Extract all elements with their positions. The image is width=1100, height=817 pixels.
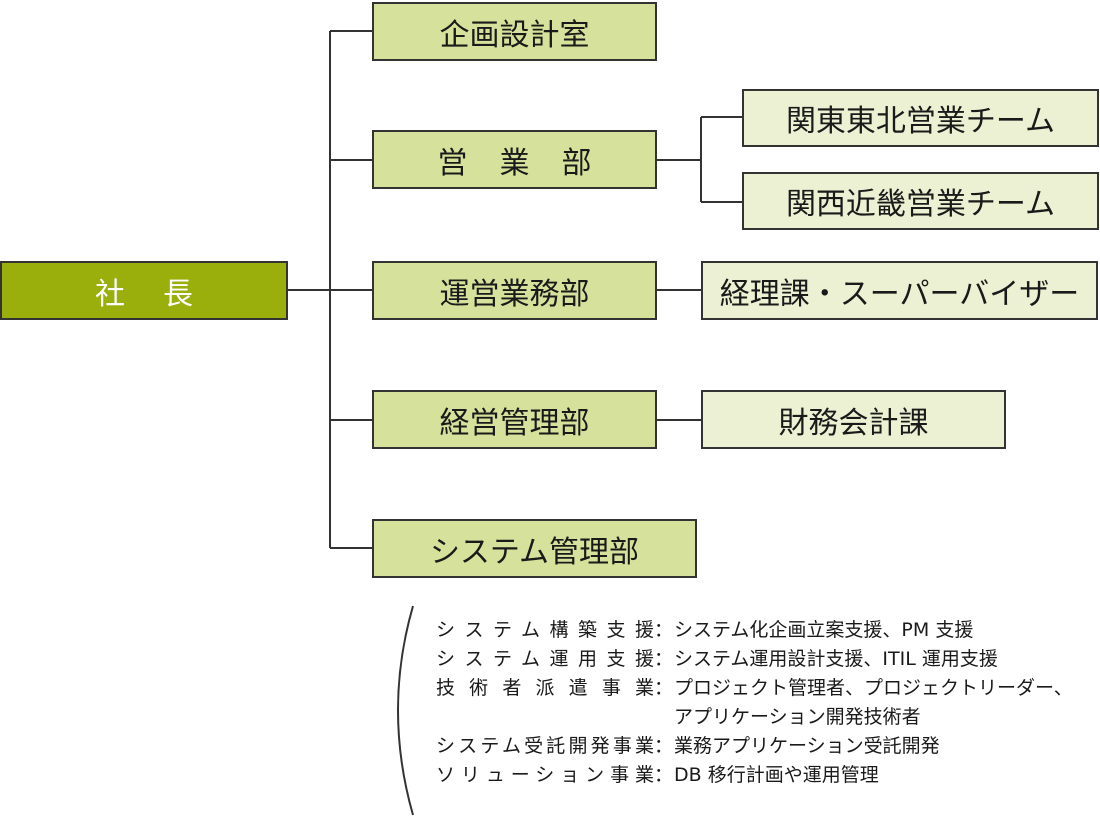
note-label: システム運用支援 (436, 648, 654, 670)
dept-operations-label: 運営業務部 (439, 276, 590, 312)
note-row-engineer-dispatch: 技術者派遣事業 ： プロジェクト管理者、プロジェクトリーダー、 アプリケーション… (436, 674, 1073, 732)
team-kansai-kinki-label: 関西近畿営業チーム (785, 187, 1056, 222)
dept-system-management-label: システム管理部 (429, 534, 640, 570)
team-accounting-supervisor-box: 経理課・スーパーバイザー (701, 261, 1098, 320)
note-row-contract-development: システム受託開発事業 ： 業務アプリケーション受託開発 (436, 732, 1073, 761)
note-colon: ： (654, 735, 674, 757)
team-kanto-tohoku-label: 関東東北営業チーム (785, 104, 1056, 139)
note-label: システム受託開発事業 (436, 735, 654, 757)
note-row-system-operation: システム運用支援 ： システム運用設計支援、ITIL 運用支援 (436, 645, 1073, 674)
note-row-system-construction: システム構築支援 ： システム化企画立案支援、PM 支援 (436, 616, 1073, 645)
team-kanto-tohoku-box: 関東東北営業チーム (742, 89, 1099, 147)
note-text: DB 移行計画や運用管理 (674, 764, 879, 786)
dept-management-box: 経営管理部 (372, 390, 657, 449)
dept-sales-box: 営業部 (372, 130, 657, 189)
dept-planning-design-box: 企画設計室 (372, 2, 657, 61)
team-finance-accounting-box: 財務会計課 (701, 390, 1006, 449)
note-colon: ： (654, 677, 674, 699)
note-label: 技術者派遣事業 (436, 677, 654, 699)
note-label: ソリューション事業 (436, 764, 654, 786)
dept-sales-label: 営業部 (437, 145, 624, 181)
note-text: システム化企画立案支援、PM 支援 (674, 619, 974, 641)
note-text-line: プロジェクト管理者、プロジェクトリーダー、 (674, 677, 1073, 699)
team-kansai-kinki-box: 関西近畿営業チーム (742, 172, 1099, 230)
dept-system-management-box: システム管理部 (372, 519, 697, 578)
note-text: プロジェクト管理者、プロジェクトリーダー、 アプリケーション開発技術者 (674, 674, 1073, 732)
business-notes: システム構築支援 ： システム化企画立案支援、PM 支援 システム運用支援 ： … (436, 616, 1073, 790)
dept-management-label: 経営管理部 (439, 405, 590, 441)
note-text: システム運用設計支援、ITIL 運用支援 (674, 648, 998, 670)
note-text-line: アプリケーション開発技術者 (674, 706, 921, 728)
president-label: 社長 (95, 276, 231, 312)
note-colon: ： (654, 648, 674, 670)
team-accounting-supervisor-label: 経理課・スーパーバイザー (719, 276, 1080, 312)
dept-operations-box: 運営業務部 (372, 261, 657, 320)
notes-bracket (397, 605, 414, 816)
note-colon: ： (654, 619, 674, 641)
dept-planning-design-label: 企画設計室 (439, 17, 590, 53)
note-row-solution: ソリューション事業 ： DB 移行計画や運用管理 (436, 761, 1073, 790)
note-colon: ： (654, 764, 674, 786)
note-label: システム構築支援 (436, 619, 654, 641)
note-text: 業務アプリケーション受託開発 (674, 735, 940, 757)
president-box: 社長 (0, 261, 288, 320)
team-finance-accounting-label: 財務会計課 (778, 405, 929, 441)
